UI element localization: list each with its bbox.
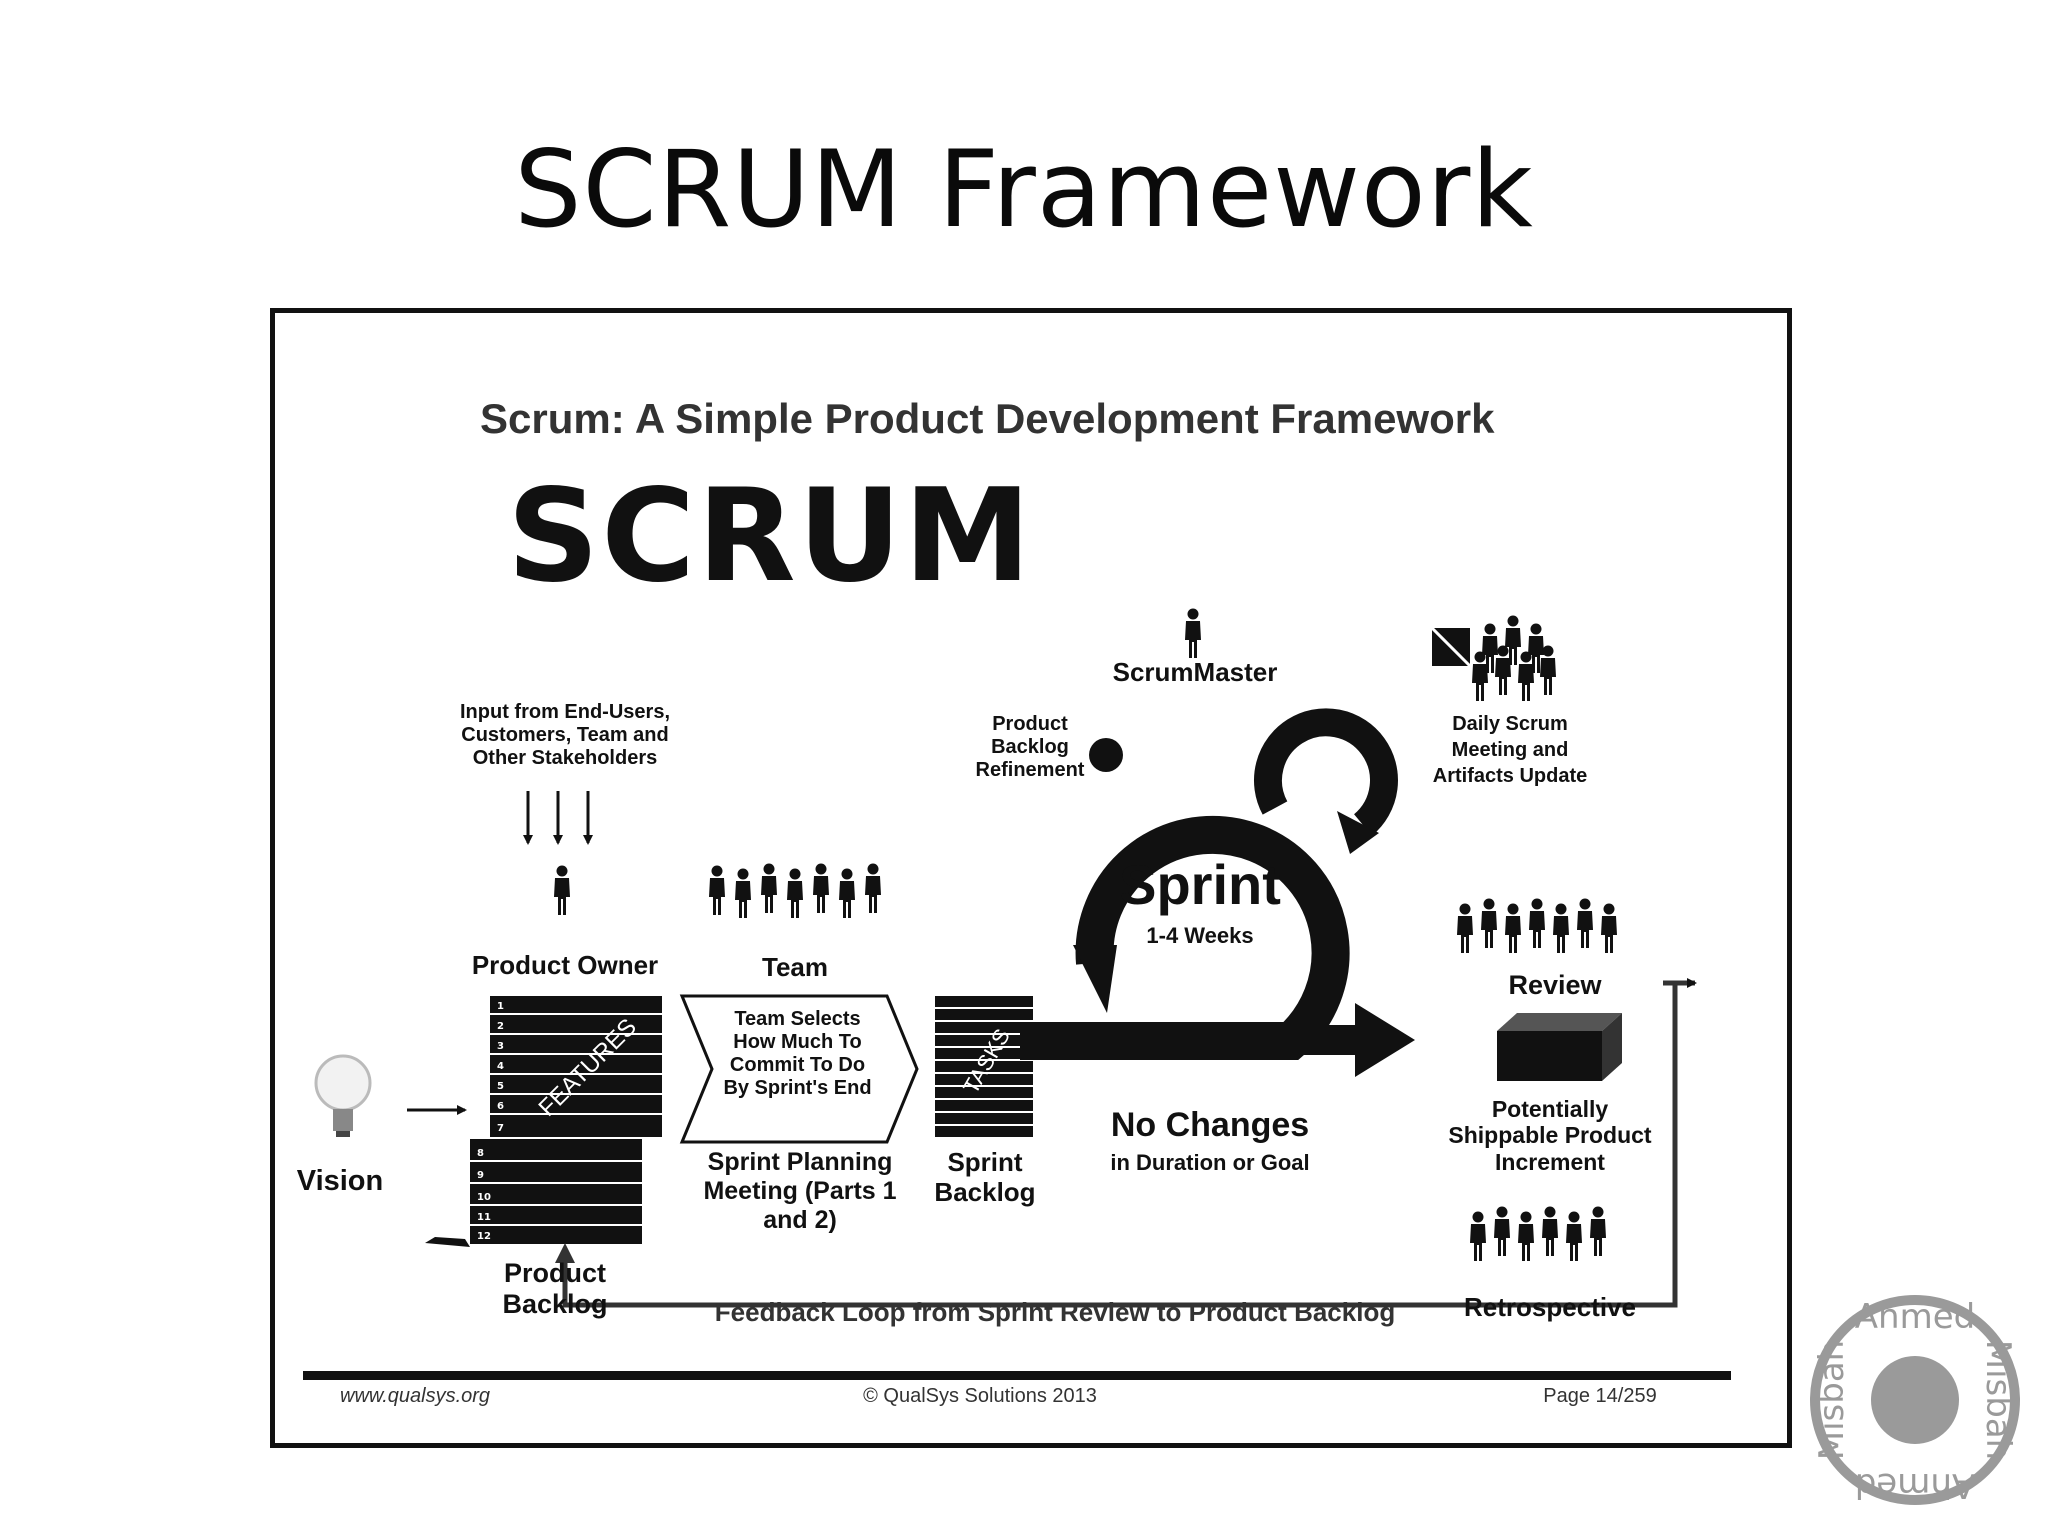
backlog-number: 12: [477, 1231, 491, 1242]
scrum-logo: SCRUM: [507, 462, 1033, 611]
scrummaster-icon: [1185, 608, 1201, 658]
retrospective-label: Retrospective: [1464, 1292, 1636, 1322]
watermark-logo: Ahmed Misbah Ahmed Misbah: [1810, 1295, 2020, 1505]
product-owner-icon: [554, 865, 570, 915]
daily-scrum-icon: [1430, 615, 1556, 701]
svg-text:Misbah: Misbah: [1978, 1340, 2018, 1460]
diagram-heading: Scrum: A Simple Product Development Fram…: [480, 395, 1495, 442]
footer-page: Page 14/259: [1543, 1385, 1657, 1407]
svg-text:Misbah: Misbah: [1812, 1340, 1852, 1460]
planning-box-text: Team Selects How Much To Commit To Do By…: [723, 1008, 872, 1099]
team-label: Team: [762, 952, 828, 982]
backlog-number: 5: [497, 1081, 504, 1092]
sprint-planning-label: Sprint Planning Meeting (Parts 1 and 2): [703, 1148, 897, 1234]
increment-arrow: [1280, 1003, 1415, 1077]
sprint-label: Sprint: [1119, 853, 1281, 916]
vision-label: Vision: [296, 1165, 384, 1197]
feedback-loop-arrow: [555, 978, 1697, 1308]
backlog-number: 6: [497, 1101, 504, 1112]
increment-label: Potentially Shippable Product Increment: [1448, 1096, 1652, 1175]
backlog-number: 3: [497, 1041, 504, 1052]
backlog-number: 4: [497, 1061, 504, 1072]
sprint-backlog-label: Sprint Backlog: [934, 1147, 1036, 1207]
product-backlog-stack: [425, 996, 662, 1247]
daily-scrum-label: Daily Scrum Meeting and Artifacts Update: [1432, 713, 1588, 787]
team-icon: [709, 863, 881, 918]
svg-text:Ahmed: Ahmed: [1855, 1297, 1975, 1337]
sprint-cycle: [1020, 708, 1398, 1060]
retrospective-icon: [1470, 1206, 1606, 1261]
refinement-label: Product Backlog Refinement: [975, 713, 1085, 781]
backlog-number: 11: [477, 1212, 491, 1223]
footer-website: www.qualsys.org: [340, 1385, 491, 1407]
feedback-label: Feedback Loop from Sprint Review to Prod…: [714, 1297, 1396, 1327]
sprint-backlog-stack: [935, 996, 1033, 1137]
backlog-number: 1: [497, 1001, 504, 1012]
input-arrows: [523, 791, 593, 845]
product-owner-label: Product Owner: [471, 950, 659, 980]
footer-copyright: © QualSys Solutions 2013: [863, 1385, 1097, 1407]
review-icon: [1457, 898, 1617, 953]
backlog-number: 10: [477, 1192, 491, 1203]
product-backlog-label: Product Backlog: [502, 1258, 608, 1320]
footer-rule: [303, 1371, 1731, 1380]
backlog-number: 8: [477, 1148, 484, 1159]
sprint-planning-box: [679, 994, 919, 1144]
review-label: Review: [1508, 970, 1602, 1000]
svg-text:Ahmed: Ahmed: [1855, 1465, 1975, 1505]
increment-box-icon: [1497, 1013, 1622, 1081]
lightbulb-icon: [314, 1054, 372, 1137]
sprint-duration: 1-4 Weeks: [1146, 923, 1254, 948]
backlog-number: 2: [497, 1021, 504, 1032]
no-changes-label: No Changes: [1110, 1106, 1310, 1144]
no-changes-sub: in Duration or Goal: [1110, 1150, 1310, 1175]
backlog-number: 7: [497, 1123, 504, 1134]
slide-title: SCRUM Framework: [514, 128, 1534, 251]
input-note: Input from End-Users, Customers, Team an…: [459, 701, 670, 769]
scrummaster-label: ScrumMaster: [1112, 657, 1278, 687]
backlog-number: 9: [477, 1170, 484, 1181]
